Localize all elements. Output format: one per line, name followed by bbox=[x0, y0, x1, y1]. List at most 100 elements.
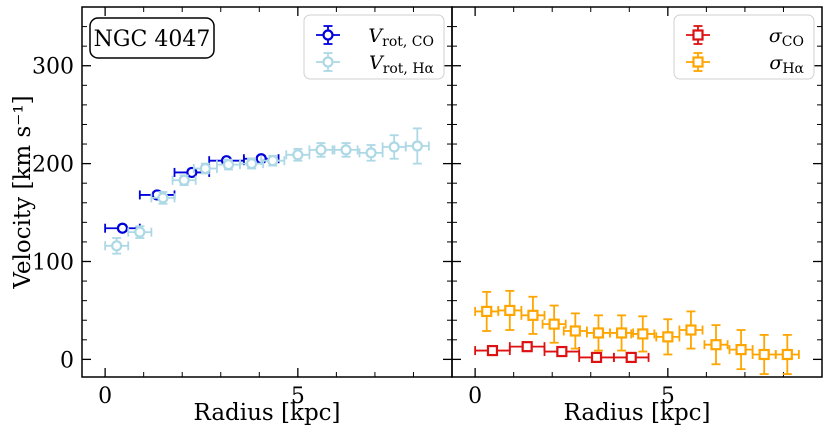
data-marker-square bbox=[486, 344, 499, 357]
data-marker-circle bbox=[111, 240, 123, 252]
data-marker-square bbox=[685, 324, 697, 336]
legend-label-symbol: V bbox=[368, 25, 384, 47]
data-marker-square bbox=[504, 304, 516, 317]
galaxy-annotation-box bbox=[89, 17, 215, 59]
right-data bbox=[474, 289, 800, 375]
data-marker-square bbox=[637, 328, 649, 340]
y-tick-label: 100 bbox=[32, 250, 74, 275]
y-tick-label: 200 bbox=[32, 153, 74, 178]
galaxy-name: NGC 4047 bbox=[94, 27, 211, 52]
right-plot-frame bbox=[451, 6, 823, 378]
data-marker-circle bbox=[292, 149, 304, 161]
data-point bbox=[358, 144, 384, 162]
data-point bbox=[609, 314, 635, 352]
data-point bbox=[285, 148, 311, 162]
data-marker-square bbox=[781, 348, 793, 361]
data-point bbox=[520, 295, 546, 335]
data-marker-square bbox=[521, 341, 533, 353]
galaxy-annotation: NGC 4047 bbox=[89, 17, 215, 59]
data-marker-circle bbox=[388, 141, 400, 153]
left-xlabel: Radius [kpc] bbox=[193, 400, 340, 426]
data-point bbox=[543, 345, 581, 358]
data-marker-circle bbox=[245, 158, 258, 170]
data-point bbox=[585, 314, 611, 352]
left-ylabel: Velocity [km s⁻¹] bbox=[10, 95, 36, 289]
legend-label-symbol: V bbox=[369, 52, 385, 74]
data-marker-square bbox=[527, 309, 539, 321]
legend-label: Vrot, CO bbox=[368, 25, 434, 50]
legend-marker-square bbox=[692, 56, 704, 68]
data-point bbox=[260, 154, 286, 167]
data-point bbox=[728, 329, 754, 371]
legend-label-symbol: σ bbox=[769, 52, 783, 74]
data-point bbox=[508, 341, 546, 353]
data-marker-square bbox=[548, 318, 560, 330]
data-marker-square bbox=[710, 339, 722, 351]
legend-entry-sigma_ha: σHα bbox=[686, 52, 805, 77]
legend-label-subscript: rot, CO bbox=[382, 34, 434, 50]
x-tick-label: 0 bbox=[98, 384, 112, 409]
data-point bbox=[578, 351, 615, 364]
data-marker-circle bbox=[134, 226, 146, 238]
data-point bbox=[474, 344, 511, 357]
data-marker-circle bbox=[199, 162, 211, 175]
x-tick-label: 5 bbox=[661, 384, 675, 409]
legend-entry-sigma_co: σCO bbox=[686, 25, 804, 50]
right-xlabel: Radius [kpc] bbox=[563, 400, 710, 426]
data-point bbox=[404, 127, 430, 165]
data-marker-square bbox=[590, 351, 603, 364]
legend-label-symbol: σ bbox=[769, 25, 783, 47]
data-marker-circle bbox=[116, 222, 129, 234]
data-marker-circle bbox=[157, 192, 169, 204]
legend-label-subscript: CO bbox=[782, 34, 804, 50]
data-point bbox=[104, 237, 130, 255]
data-point bbox=[655, 318, 681, 356]
data-marker-square bbox=[662, 331, 674, 343]
data-marker-square bbox=[569, 325, 581, 337]
legend-label: σCO bbox=[769, 25, 804, 50]
y-tick-label: 300 bbox=[32, 55, 74, 80]
data-point bbox=[562, 312, 588, 350]
data-point bbox=[751, 334, 777, 375]
data-point bbox=[541, 304, 567, 344]
data-point bbox=[474, 290, 500, 332]
data-point bbox=[630, 315, 656, 353]
data-marker-circle bbox=[178, 174, 190, 186]
x-tick-label: 0 bbox=[468, 384, 482, 409]
data-marker-circle bbox=[222, 158, 235, 171]
data-marker-circle bbox=[365, 147, 377, 159]
x-tick-label: 5 bbox=[291, 384, 305, 409]
data-point bbox=[104, 222, 141, 234]
legend-entry-vrot_ha: Vrot, Hα bbox=[316, 52, 435, 77]
data-point bbox=[171, 174, 197, 187]
legend-entry-vrot_co: Vrot, CO bbox=[316, 25, 434, 50]
data-point bbox=[612, 351, 650, 364]
data-point bbox=[308, 142, 334, 158]
data-marker-circle bbox=[267, 155, 279, 167]
data-point bbox=[215, 158, 241, 171]
data-marker-circle bbox=[315, 144, 327, 156]
data-marker-square bbox=[615, 327, 628, 339]
y-tick-label: 0 bbox=[60, 348, 74, 373]
data-point bbox=[678, 310, 704, 350]
data-point bbox=[127, 225, 153, 239]
data-marker-circle bbox=[340, 144, 352, 156]
data-point bbox=[703, 324, 729, 366]
data-marker-circle bbox=[411, 140, 423, 152]
data-marker-square bbox=[481, 305, 493, 318]
series-vrot_ha bbox=[104, 127, 430, 255]
data-marker-square bbox=[758, 348, 770, 361]
data-point bbox=[774, 334, 800, 375]
legend-frame bbox=[673, 14, 815, 80]
data-point bbox=[381, 134, 407, 160]
series-sigma_co bbox=[474, 341, 650, 364]
legend-frame bbox=[303, 14, 445, 80]
data-marker-square bbox=[735, 343, 747, 356]
data-point bbox=[192, 162, 218, 175]
